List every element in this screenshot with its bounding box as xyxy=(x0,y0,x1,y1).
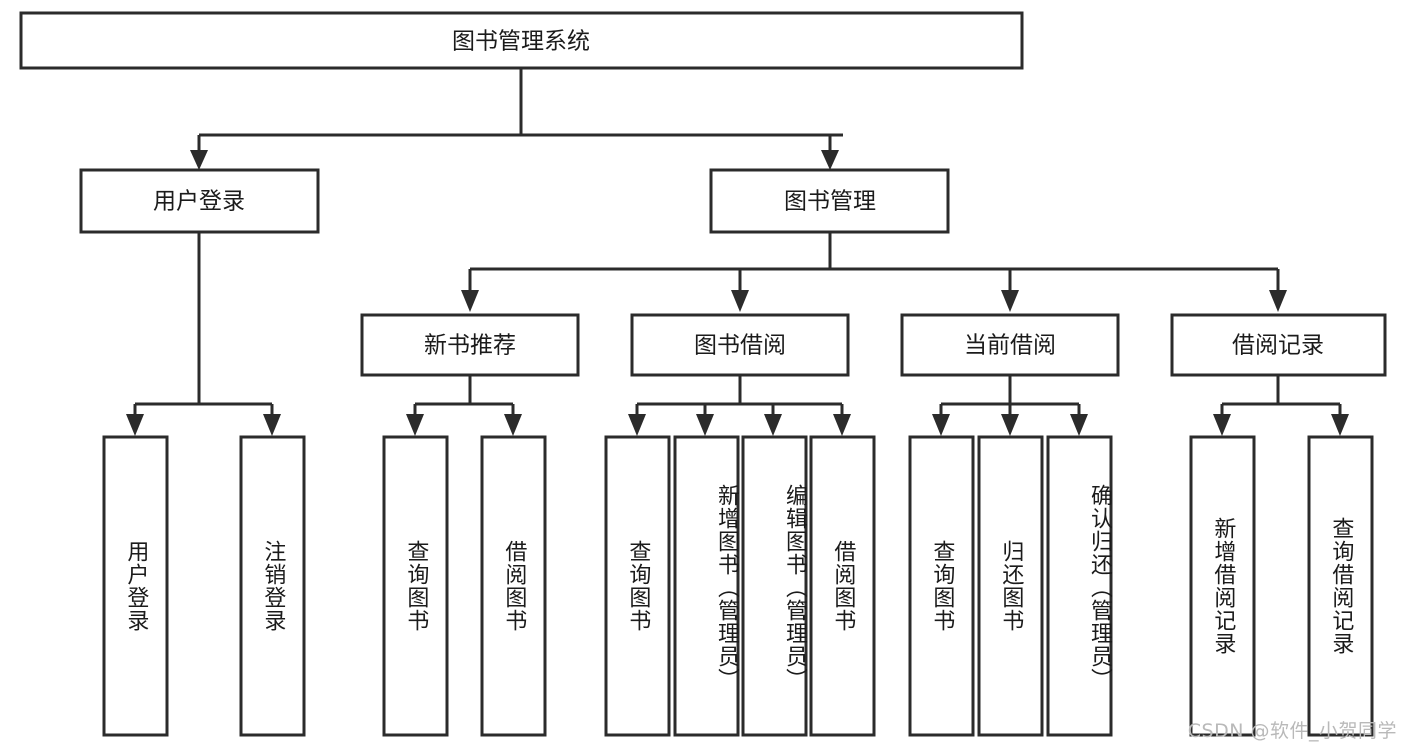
leaf-box-current-confirm[interactable] xyxy=(1046,435,1113,737)
connector-newbook-to-leaves xyxy=(406,375,522,436)
connector-bookborrow-to-leaves xyxy=(628,375,851,436)
leaf-box-logout-login[interactable] xyxy=(239,435,306,737)
watermark: CSDN @软件_小贺同学 xyxy=(1187,720,1397,742)
node-book-management[interactable]: 图书管理 xyxy=(709,168,950,234)
leaf-box-current-query[interactable] xyxy=(908,435,975,737)
connector-root-to-level2 xyxy=(190,68,843,170)
leaf-box-user-login[interactable] xyxy=(102,435,169,737)
leaf-boxes xyxy=(102,435,1374,737)
leaf-box-newbook-borrow[interactable] xyxy=(480,435,547,737)
node-current-borrow-label: 当前借阅 xyxy=(964,333,1056,359)
leaf-box-record-add[interactable] xyxy=(1189,435,1256,737)
connector-bookmgmt-to-level3 xyxy=(461,232,1287,312)
connector-borrowrecord-to-leaves xyxy=(1213,375,1349,436)
leaf-box-record-query[interactable] xyxy=(1307,435,1374,737)
node-book-borrow[interactable]: 图书借阅 xyxy=(630,313,850,377)
node-book-management-label: 图书管理 xyxy=(784,189,876,215)
node-user-login-label: 用户登录 xyxy=(153,189,245,215)
leaf-box-newbook-query[interactable] xyxy=(382,435,449,737)
node-user-login[interactable]: 用户登录 xyxy=(79,168,320,234)
node-new-book-recommend[interactable]: 新书推荐 xyxy=(360,313,580,377)
connector-userlogin-to-leaves xyxy=(126,232,281,436)
node-root[interactable]: 图书管理系统 xyxy=(19,11,1024,70)
node-book-borrow-label: 图书借阅 xyxy=(694,333,786,359)
node-borrow-record-label: 借阅记录 xyxy=(1232,333,1324,359)
node-new-book-recommend-label: 新书推荐 xyxy=(424,333,516,359)
node-borrow-record[interactable]: 借阅记录 xyxy=(1170,313,1387,377)
node-root-label: 图书管理系统 xyxy=(452,29,590,55)
node-current-borrow[interactable]: 当前借阅 xyxy=(900,313,1120,377)
leaf-box-borrow-lend[interactable] xyxy=(809,435,876,737)
leaf-box-current-return[interactable] xyxy=(977,435,1044,737)
leaf-box-borrow-query[interactable] xyxy=(604,435,671,737)
connector-currentborrow-to-leaves xyxy=(932,375,1088,436)
leaf-box-borrow-edit[interactable] xyxy=(741,435,808,737)
leaf-box-borrow-add[interactable] xyxy=(673,435,740,737)
